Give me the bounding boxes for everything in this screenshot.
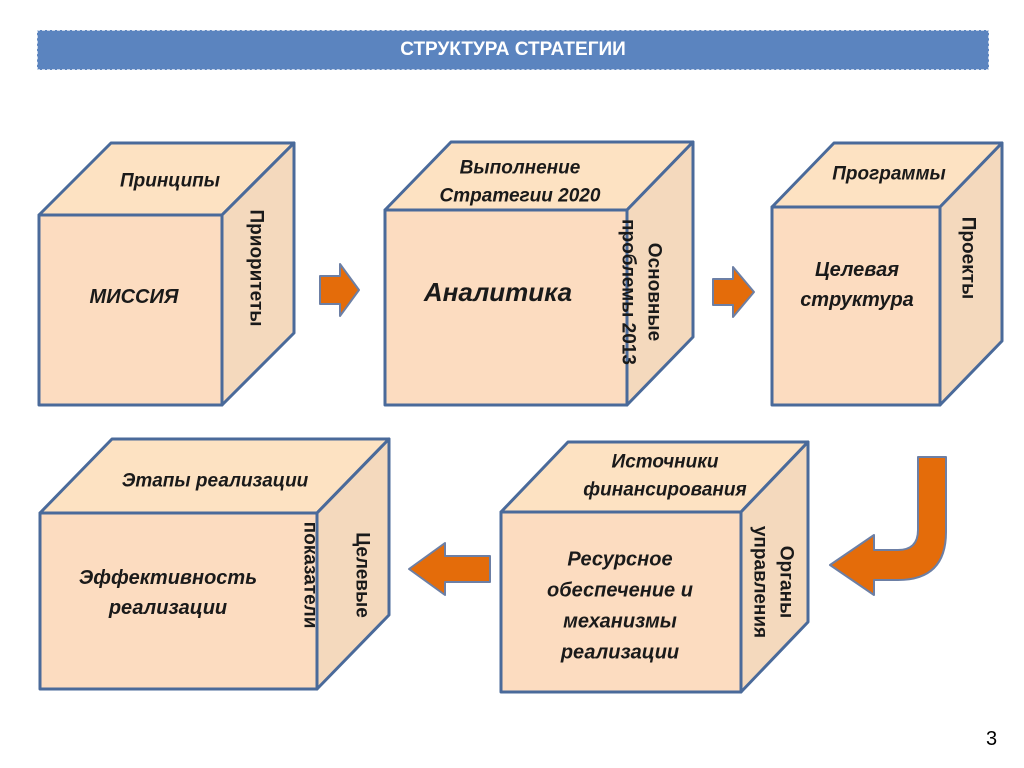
page-number: 3: [986, 728, 998, 750]
cube-side-label: Проекты: [957, 217, 978, 299]
cube-front-face: [383, 208, 629, 407]
cube-top-label: Этапы реализации: [122, 471, 309, 492]
cube-front-face: [37, 213, 224, 407]
cube-front-label: Аналитика: [423, 277, 572, 307]
cube-side-label: Целевыепоказатели: [299, 522, 372, 629]
arrow-left-icon: [408, 542, 491, 596]
title-bar: СТРУКТУРА СТРАТЕГИИ: [37, 30, 989, 70]
arrow-curved-down-left-icon: [829, 456, 947, 596]
arrow-right-icon: [319, 263, 360, 317]
slide-title: СТРУКТУРА СТРАТЕГИИ: [400, 39, 626, 60]
cube-side-label: Основныепроблемы 2013: [617, 219, 664, 365]
cube-side-label: Органыуправления: [749, 526, 796, 638]
cube-top-label: Принципы: [120, 171, 220, 192]
cube-front-face: [38, 511, 319, 691]
arrow-right-icon: [712, 266, 755, 318]
cube-front-face: [770, 205, 942, 407]
cube-front-face: [499, 510, 743, 694]
cube-top-label: Программы: [832, 164, 946, 185]
cube-side-label: Приоритеты: [245, 210, 266, 327]
cube-front-label: МИССИЯ: [90, 286, 179, 308]
